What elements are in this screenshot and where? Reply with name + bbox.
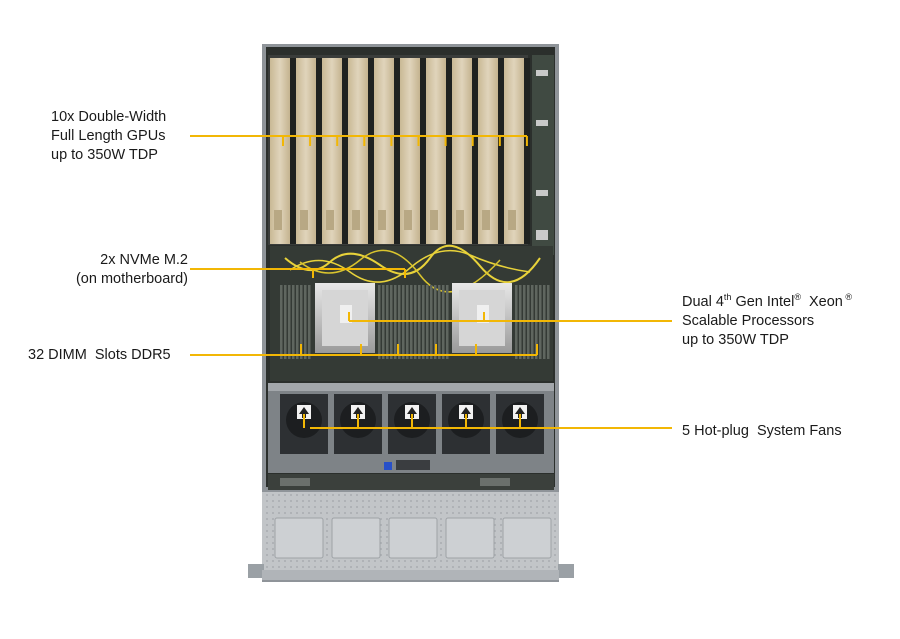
gpu-card xyxy=(452,58,478,244)
cpu-label-sup-reg-2: ® xyxy=(842,292,853,302)
nvme-label-line-1: 2x NVMe M.2 xyxy=(100,252,188,268)
gpu-cards xyxy=(268,55,530,245)
gpu-card xyxy=(426,58,452,244)
dimm-label-line: 32 DIMM Slots DDR5 xyxy=(28,347,171,363)
cpu-label-sup-reg-1: ® xyxy=(794,292,801,302)
gpu-callout-label: 10x Double-Width Full Length GPUs up to … xyxy=(51,108,166,165)
cpu-heatsink-2 xyxy=(452,283,512,353)
gpu-card xyxy=(348,58,374,244)
gpu-label-line-3: up to 350W TDP xyxy=(51,147,158,163)
gpu-card xyxy=(478,58,504,244)
cpu-heatsink-1 xyxy=(315,283,375,353)
gpu-card xyxy=(322,58,348,244)
nvme-label-line-2: (on motherboard) xyxy=(75,271,188,287)
cpu-label-line-3: up to 350W TDP xyxy=(682,332,789,348)
gpu-card xyxy=(270,58,296,244)
gpu-card xyxy=(504,58,530,244)
gpu-label-line-2: Full Length GPUs xyxy=(51,128,166,144)
nvme-callout-label: 2x NVMe M.2 (on motherboard) xyxy=(66,251,188,289)
gpu-card xyxy=(400,58,426,244)
callout-lines xyxy=(190,135,672,429)
cpu-label-part-c: Xeon xyxy=(800,294,843,310)
cpu-label-line-1: Dual 4th Gen Intel® Xeon ® xyxy=(682,293,852,312)
cpu-label-part-a: Dual 4 xyxy=(682,294,724,310)
cpu-label-part-b: Gen Intel xyxy=(731,294,795,310)
front-grill xyxy=(248,492,574,580)
fans-label-line: 5 Hot-plug System Fans xyxy=(682,423,842,439)
backplane-strip xyxy=(268,474,554,490)
cpu-label-sup-th: th xyxy=(723,292,732,302)
riser-board xyxy=(532,55,554,255)
cpu-callout-label: Dual 4th Gen Intel® Xeon ® Scalable Proc… xyxy=(682,293,852,350)
gpu-label-line-1: 10x Double-Width xyxy=(51,109,167,125)
cpu-label-line-2: Scalable Processors xyxy=(682,313,815,329)
gpu-card xyxy=(296,58,322,244)
dimm-callout-label: 32 DIMM Slots DDR5 xyxy=(28,346,171,365)
gpu-card xyxy=(374,58,400,244)
fans-callout-label: 5 Hot-plug System Fans xyxy=(682,422,842,441)
